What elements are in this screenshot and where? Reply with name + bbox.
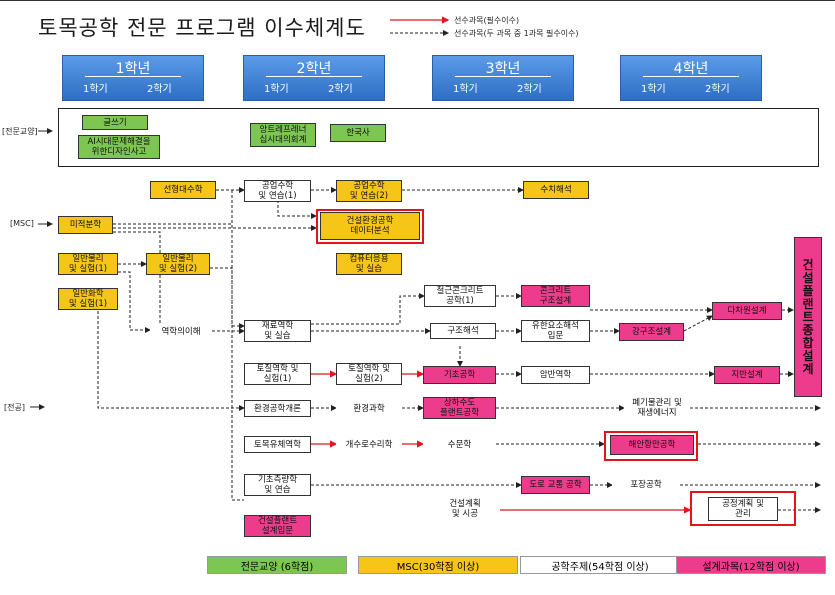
course-surveying[interactable]: 기초측량학 및 연습 <box>244 474 311 496</box>
year-header-2: 2학년 1학기 2학기 <box>243 55 385 101</box>
semester-2: 2학기 <box>328 84 353 95</box>
liberal-arts-panel <box>58 108 819 167</box>
year-label: 2학년 <box>296 61 332 77</box>
course-physics-1[interactable]: 일반물리 및 실험(1) <box>58 253 118 275</box>
semester-1: 1학기 <box>453 84 478 95</box>
course-rc[interactable]: 철근콘크리트 공학(1) <box>424 285 496 307</box>
course-data-analysis[interactable]: 건설환경공학 데이터분석 <box>320 212 420 240</box>
semester-2: 2학기 <box>517 84 542 95</box>
course-calculus[interactable]: 미적분학 <box>58 216 113 234</box>
course-eng-math-1[interactable]: 공업수학 및 연습(1) <box>244 180 311 202</box>
course-rock[interactable]: 암반역학 <box>521 366 590 384</box>
page-title: 토목공학 전문 프로그램 이수체계도 <box>38 16 366 40</box>
course-concrete-design[interactable]: 콘크리트 구조설계 <box>521 285 590 307</box>
semester-1: 1학기 <box>264 84 289 95</box>
semester-1: 1학기 <box>83 84 108 95</box>
course-multi-design[interactable]: 다차원설계 <box>712 302 782 320</box>
course-physics-2[interactable]: 일반물리 및 실험(2) <box>146 253 210 275</box>
course-eng-math-2[interactable]: 공업수학 및 연습(2) <box>336 180 402 202</box>
semester-2: 2학기 <box>147 84 172 95</box>
semester-1: 1학기 <box>641 84 666 95</box>
course-coastal[interactable]: 해안항만공학 <box>610 435 694 455</box>
course-chemistry[interactable]: 일반화학 및 실험(1) <box>58 288 118 310</box>
course-hydrology[interactable]: 수문학 <box>423 436 496 453</box>
row-label-liberal: [전문교양] <box>2 127 38 136</box>
year-header-1: 1학년 1학기 2학기 <box>62 55 204 101</box>
highlight-coastal <box>604 431 698 461</box>
course-soil-1[interactable]: 토질역학 및 실험(1) <box>244 363 311 385</box>
course-writing[interactable]: 글쓰기 <box>82 115 148 130</box>
row-label-major: [전공] <box>4 403 25 412</box>
course-linear-algebra[interactable]: 선형대수학 <box>150 181 216 199</box>
year-header-4: 4학년 1학기 2학기 <box>620 55 762 101</box>
year-label: 3학년 <box>485 61 521 77</box>
course-materials[interactable]: 재료역학 및 실습 <box>244 320 311 342</box>
course-pavement[interactable]: 포장공학 <box>612 477 680 493</box>
course-waste[interactable]: 폐기물관리 및 재생에너지 <box>624 397 690 419</box>
year-header-3: 3학년 1학기 2학기 <box>432 55 574 101</box>
footer-liberal: 전문교양 (6학점) <box>207 556 347 574</box>
row-label-msc: [MSC] <box>10 219 34 228</box>
legend-required-text: 선수과목(필수이수) <box>454 16 520 25</box>
semester-2: 2학기 <box>705 84 730 95</box>
course-scheduling[interactable]: 공정계획 및 관리 <box>708 497 778 521</box>
course-soil-2[interactable]: 토질역학 및 실험(2) <box>336 363 402 385</box>
course-ai-design[interactable]: AI시대문제해결을 위한디자인사고 <box>78 135 160 159</box>
course-computing[interactable]: 컴퓨터응용 및 실습 <box>336 253 402 275</box>
legend-choice-text: 선수과목(두 과목 중 1과목 필수이수) <box>454 29 579 38</box>
course-road[interactable]: 도로 교통 공학 <box>521 476 590 494</box>
top-rule <box>0 0 835 1</box>
course-structural[interactable]: 구조해석 <box>430 323 496 339</box>
course-fluid[interactable]: 토목유체역학 <box>244 436 311 453</box>
highlight-data-analysis <box>316 209 424 244</box>
course-env-intro[interactable]: 환경공학개론 <box>244 400 311 417</box>
course-entrepreneur[interactable]: 앙트레프레너 십시대의회계 <box>250 123 316 147</box>
course-steel-design[interactable]: 강구조설계 <box>619 323 684 341</box>
footer-design: 설계과목(12학점 이상) <box>676 556 826 574</box>
year-label: 1학년 <box>115 61 151 77</box>
course-plant-intro[interactable]: 건설플랜트 설계입문 <box>244 515 311 537</box>
course-foundation[interactable]: 기초공학 <box>423 366 496 384</box>
course-statics[interactable]: 역학의이해 <box>150 324 212 340</box>
course-env-science[interactable]: 환경과학 <box>336 400 402 417</box>
course-capstone[interactable]: 건설플랜트종합설계 <box>794 237 822 397</box>
course-water-plant[interactable]: 상하수도 플랜트공학 <box>423 397 496 419</box>
course-korean-history[interactable]: 한국사 <box>330 124 386 142</box>
highlight-scheduling <box>690 491 796 526</box>
footer-msc: MSC(30학점 이상) <box>358 556 518 574</box>
course-fem[interactable]: 유한요소해석 입문 <box>521 320 590 342</box>
year-label: 4학년 <box>673 61 709 77</box>
course-numerical[interactable]: 수치해석 <box>523 181 589 199</box>
course-hydraulics[interactable]: 개수로수리학 <box>336 436 402 453</box>
course-construction[interactable]: 건설계획 및 시공 <box>430 497 500 521</box>
footer-engineering: 공학주제(54학점 이상) <box>520 556 680 574</box>
course-geo-design[interactable]: 지반설계 <box>714 366 780 384</box>
